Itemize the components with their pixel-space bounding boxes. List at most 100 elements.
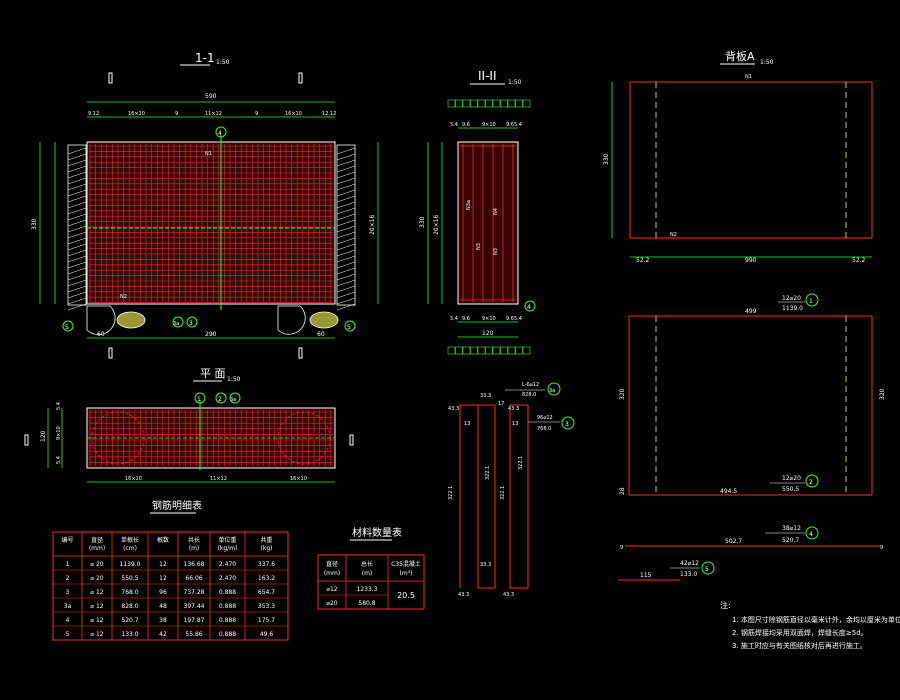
note-line-1: 1. 本图尺寸除钢筋直径以毫米计外，余均以厘米为单位。 [732, 615, 900, 624]
svg-text:3a: 3a [549, 388, 555, 394]
table-cell: 12 [159, 561, 167, 568]
dim-text: 5.4 [450, 122, 458, 128]
material-header-cell: 直径 [326, 560, 338, 568]
table-header-cell: 单根长 [121, 536, 139, 544]
dim-text: 16×10 [285, 111, 302, 117]
rebar-table-title: 钢筋明细表 [152, 499, 202, 512]
plan-callout-2 [215, 392, 227, 404]
table-cell: ⌀ 20 [90, 561, 103, 568]
bar3a-label: L-6⌀12 [522, 382, 539, 388]
note-line-2: 2. 钢筋焊接均采用双面焊，焊缝长度≥5d。 [732, 628, 868, 637]
svg-text:2: 2 [218, 396, 222, 403]
bar2-label: 12⌀20 [782, 475, 801, 482]
dim-text: 9.6 [462, 122, 470, 128]
bar1-callout [805, 293, 819, 307]
section-22-top-ticks [447, 99, 531, 108]
bar3-left-dim-1: 43.3 [448, 406, 459, 412]
material-cell: ⌀20 [326, 600, 337, 607]
rebar-a-n1: N1 [745, 74, 752, 80]
svg-text:4: 4 [218, 130, 222, 137]
svg-text:13: 13 [464, 421, 470, 427]
table-cell: 3 [66, 589, 70, 596]
section-11-callout-5-right [344, 320, 356, 332]
table-header-cell: 编号 [61, 536, 73, 544]
table-cell: 4 [66, 617, 70, 624]
section-22-bar-n3a: N3a [466, 200, 472, 210]
dim-text: 9 [255, 111, 258, 117]
svg-text:4: 4 [527, 304, 531, 311]
rebar-a-dim-right: 52.2 [852, 257, 866, 264]
svg-text:4: 4 [809, 531, 813, 538]
material-cell: 1233.3 [357, 586, 378, 593]
section-11-rebar-grid [89, 144, 333, 303]
section-11-overall-top: 590 [205, 93, 217, 100]
rebar-schedule-table: 钢筋明细表 编号直径(mm)单根长(cm)根数共长(m)单位重(kg/m)共重(… [52, 499, 289, 641]
table-header-cell: 共长 [188, 536, 200, 544]
section-11-overall-bottom: 290 [205, 331, 217, 338]
bar3-top-dim: 33.3 [480, 393, 491, 399]
table-cell: 38 [159, 617, 167, 624]
svg-text:5: 5 [65, 324, 69, 331]
svg-text:2: 2 [809, 479, 813, 486]
bar1-length: 1139.0 [782, 305, 803, 312]
dim-text: 9.6 [506, 316, 514, 322]
bar5-dim: 115 [640, 572, 652, 579]
section-11-callout-3 [186, 316, 198, 328]
table-cell: ⌀ 12 [90, 589, 103, 596]
svg-text:3a: 3a [173, 321, 179, 327]
table-cell: 136.68 [184, 561, 205, 568]
table-cell: 2 [66, 575, 70, 582]
rebar-a-view: 背板A 1:50 N1 N2 330 52.2 990 52.2 [603, 49, 873, 264]
table-header-cell: 单位重 [218, 536, 236, 544]
table-header-cell: (kg) [261, 545, 273, 552]
table-cell: 550.5 [121, 575, 138, 582]
table-header-cell: 直径 [91, 536, 103, 544]
bar-1-2-view: 499 12⌀20 1139.0 1 320 320 28 494.5 12⌀2… [619, 293, 886, 496]
table-cell: 353.3 [258, 603, 275, 610]
bar3-right-dim-1: 43.3 [508, 406, 519, 412]
bar3-bottom-right: 43.3 [503, 592, 514, 598]
dim-text: 12.12 [322, 111, 336, 117]
section-22-bar-n3: N3 [476, 243, 482, 250]
dim-text: 11×12 [205, 111, 222, 117]
svg-text:9: 9 [620, 545, 623, 551]
bar2-bottom: 494.5 [720, 488, 737, 495]
plan-scale: 1:50 [227, 376, 241, 383]
table-header-cell: (cm) [123, 545, 137, 552]
plan-title: 平 面 [200, 367, 226, 380]
note-line-3: 3. 施工时应与有关图纸核对后再进行施工。 [732, 641, 867, 650]
bar1-label: 12⌀20 [782, 295, 801, 302]
plan-height: 120 [40, 430, 47, 442]
concrete-volume: 20.5 [397, 591, 415, 600]
table-cell: 5 [66, 631, 70, 638]
dim-text: 5.4 [514, 122, 522, 128]
bar5-label: 42⌀12 [680, 560, 699, 567]
bar4-label: 38⌀12 [782, 525, 801, 532]
bar5-length: 133.0 [680, 571, 697, 578]
table-cell: 1139.0 [120, 561, 141, 568]
table-cell: 828.0 [121, 603, 138, 610]
table-header-cell: 共重 [260, 536, 272, 544]
table-cell: 2.470 [219, 575, 236, 582]
dim-text: 5.4 [450, 316, 458, 322]
material-cell: 580.8 [358, 600, 375, 607]
section-11-bottom-left: 60 [97, 331, 105, 338]
table-cell: 48 [159, 603, 167, 610]
section-11-height-right: 20×16 [369, 215, 376, 235]
section-11-panel [86, 141, 336, 305]
table-cell: 42 [159, 631, 167, 638]
dim-text: 5.4 [56, 402, 62, 410]
material-header-cell: 总长 [361, 560, 373, 568]
bar3-left-dim-2: 322.1 [448, 486, 454, 500]
table-header-cell: 根数 [157, 536, 169, 544]
svg-text:5: 5 [705, 566, 709, 573]
bar5-callout [701, 561, 715, 575]
bar3-right-dim-2: 322.1 [518, 456, 524, 470]
section-22-scale: 1:50 [508, 79, 522, 86]
plan-callout-3a [229, 392, 241, 404]
